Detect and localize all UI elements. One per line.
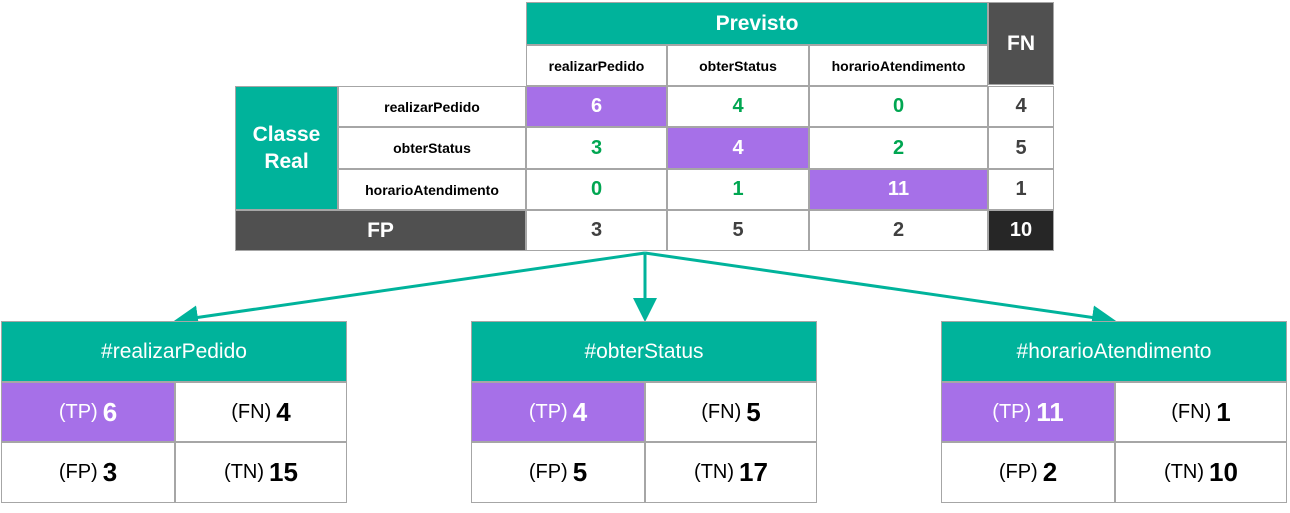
tp-cell: (TP) 11 [941, 382, 1115, 442]
fn-label: (FN) [231, 400, 272, 423]
matrix-cell: 3 [526, 127, 667, 169]
fp-value: 3 [102, 457, 118, 487]
fn-cell: (FN) 1 [1115, 382, 1287, 442]
row-header: obterStatus [338, 127, 526, 169]
tp-value: 11 [1036, 396, 1064, 427]
matrix-cell: 1 [667, 169, 809, 210]
tn-label: (TN) [694, 461, 735, 483]
tp-label: (TP) [992, 400, 1032, 423]
tp-label: (TP) [58, 400, 98, 423]
tn-cell: (TN) 15 [175, 442, 347, 503]
fp-value: 2 [1042, 457, 1058, 487]
arrow-left [174, 251, 646, 330]
fp-cell: 3 [526, 210, 667, 251]
column-header: obterStatus [667, 45, 809, 86]
tn-cell: (TN) 10 [1115, 442, 1287, 503]
card-title: #obterStatus [471, 321, 817, 382]
tn-label: (TN) [1164, 461, 1205, 483]
card-title: #horarioAtendimento [941, 321, 1287, 382]
total-cell: 10 [988, 210, 1054, 251]
matrix-cell: 6 [526, 86, 667, 127]
card-title: #realizarPedido [1, 321, 347, 382]
fp-label: (FP) [58, 461, 98, 483]
fn-cell: 5 [988, 127, 1054, 169]
row-header: horarioAtendimento [338, 169, 526, 210]
tn-value: 10 [1209, 457, 1238, 487]
fn-value: 5 [746, 396, 761, 427]
fn-cell: 4 [988, 86, 1054, 127]
tp-value: 6 [102, 396, 118, 427]
matrix-cell: 0 [809, 86, 988, 127]
fn-header: FN [988, 2, 1054, 85]
tp-value: 4 [572, 396, 588, 427]
matrix-cell: 2 [809, 127, 988, 169]
fp-cell: (FP) 3 [1, 442, 175, 503]
tn-label: (TN) [224, 461, 265, 483]
fp-cell: 2 [809, 210, 988, 251]
fn-label: (FN) [1171, 400, 1212, 423]
fn-cell: 1 [988, 169, 1054, 210]
tp-cell: (TP) 4 [471, 382, 645, 442]
tn-value: 17 [739, 457, 768, 487]
fn-label: (FN) [701, 400, 742, 423]
previsto-header: Previsto [526, 2, 988, 45]
fp-header: FP [235, 210, 526, 251]
fp-cell: 5 [667, 210, 809, 251]
classe-real-label: Classe Real [235, 86, 338, 210]
fn-cell: (FN) 5 [645, 382, 817, 442]
row-header: realizarPedido [338, 86, 526, 127]
arrow-right [644, 251, 1116, 330]
column-header: realizarPedido [526, 45, 667, 86]
matrix-cell: 0 [526, 169, 667, 210]
fp-label: (FP) [528, 461, 568, 483]
fn-cell: (FN) 4 [175, 382, 347, 442]
fp-value: 5 [572, 457, 588, 487]
matrix-cell: 4 [667, 127, 809, 169]
matrix-cell: 4 [667, 86, 809, 127]
column-header: horarioAtendimento [809, 45, 988, 86]
matrix-cell: 11 [809, 169, 988, 210]
tn-cell: (TN) 17 [645, 442, 817, 503]
tn-value: 15 [269, 457, 298, 487]
fn-value: 1 [1216, 396, 1231, 427]
fp-cell: (FP) 5 [471, 442, 645, 503]
fp-cell: (FP) 2 [941, 442, 1115, 503]
fp-label: (FP) [998, 461, 1038, 483]
tp-cell: (TP) 6 [1, 382, 175, 442]
fn-value: 4 [276, 396, 291, 427]
tp-label: (TP) [528, 400, 568, 423]
